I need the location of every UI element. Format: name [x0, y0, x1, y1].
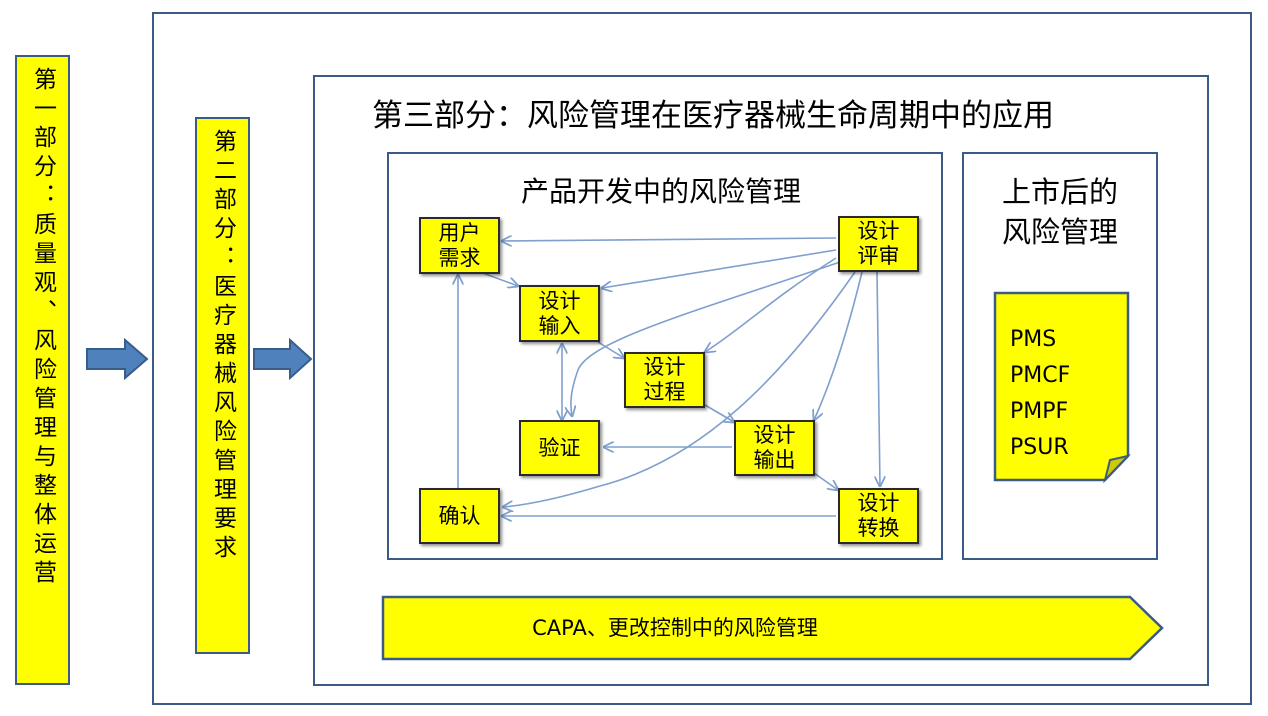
review-to-validate [503, 271, 856, 507]
node-design-review-line2: 评审 [857, 244, 900, 268]
flow-input-to-process [597, 341, 624, 358]
review-to-process [705, 257, 837, 352]
postmarket-item-pms: PMS [1010, 327, 1057, 352]
part2-label: 第二部分：医疗器械风险管理要求 [209, 129, 236, 564]
node-design-process-line2: 过程 [643, 380, 686, 404]
postmarket-title: 上市后的 风险管理 [962, 172, 1158, 252]
postmarket-note-shape [993, 291, 1132, 484]
flow-process-to-output [704, 404, 734, 422]
review-to-transfer [877, 271, 880, 486]
node-design-output: 设计 输出 [734, 420, 815, 476]
node-design-transfer-line2: 转换 [857, 516, 900, 540]
part1-label: 第一部分：质量观、风险管理与整体运营 [29, 67, 56, 589]
review-to-user [502, 238, 837, 241]
node-user-needs: 用户 需求 [419, 217, 500, 274]
node-design-output-line1: 设计 [753, 423, 796, 447]
node-user-needs-line1: 用户 [438, 220, 481, 245]
node-design-review-line1: 设计 [857, 219, 900, 243]
node-design-output-line2: 输出 [753, 448, 796, 472]
node-design-transfer: 设计 转换 [838, 488, 919, 544]
node-design-input-line2: 输入 [538, 313, 581, 338]
dev-title: 产品开发中的风险管理 [521, 175, 802, 208]
node-design-transfer-line1: 设计 [857, 491, 900, 515]
review-to-verify [571, 261, 841, 416]
node-user-needs-line2: 需求 [438, 245, 481, 270]
node-design-review: 设计 评审 [838, 216, 919, 272]
capa-label: CAPA、更改控制中的风险管理 [532, 616, 818, 640]
flow-user-to-input [479, 271, 518, 286]
node-validation: 确认 [419, 488, 500, 544]
postmarket-item-pmpf: PMPF [1010, 399, 1069, 424]
part1-bar: 第一部分：质量观、风险管理与整体运营 [15, 55, 70, 685]
review-to-input [602, 249, 837, 288]
postmarket-item-psur: PSUR [1010, 435, 1069, 460]
capa-arrow-bar [381, 595, 1164, 661]
postmarket-title-line1: 上市后的 [1001, 175, 1118, 209]
node-design-process-line1: 设计 [643, 355, 686, 379]
part3-title: 第三部分：风险管理在医疗器械生命周期中的应用 [372, 98, 1054, 134]
node-verification-label: 验证 [538, 435, 581, 460]
node-verification: 验证 [519, 420, 600, 476]
arrow-part1-to-part2-icon [86, 338, 149, 380]
part2-bar: 第二部分：医疗器械风险管理要求 [195, 117, 250, 654]
node-design-process: 设计 过程 [624, 352, 705, 408]
arrow-part2-to-part3-icon [253, 338, 313, 380]
node-validation-label: 确认 [438, 503, 481, 528]
postmarket-title-line2: 风险管理 [1001, 215, 1118, 249]
postmarket-item-pmcf: PMCF [1010, 363, 1071, 388]
flow-output-to-transfer [813, 472, 838, 490]
review-to-output [814, 271, 863, 420]
postmarket-list: PMS PMCF PMPF PSUR [1010, 322, 1070, 466]
node-design-input-line1: 设计 [538, 288, 581, 313]
node-design-input: 设计 输入 [519, 285, 600, 342]
